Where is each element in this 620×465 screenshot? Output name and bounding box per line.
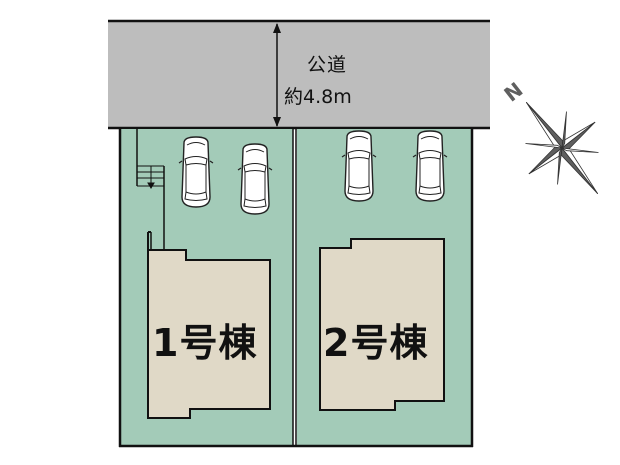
road-width-dimension-arrow: [273, 23, 281, 127]
road-width-label: 約4.8m: [284, 86, 352, 108]
compass-rose-icon: [525, 102, 599, 194]
building-1: [147, 231, 271, 419]
building-2: [319, 238, 445, 411]
stairs-icon: [136, 128, 165, 250]
parking-car-1: [178, 136, 214, 208]
parking-car-4: [412, 130, 448, 202]
parking-car-3: [341, 130, 377, 202]
building-1-label: 1号棟: [152, 321, 258, 365]
parking-car-2: [237, 143, 273, 215]
road-name-label: 公道: [307, 54, 348, 76]
building-2-label: 2号棟: [323, 321, 429, 365]
lot-outlines: [118, 128, 474, 448]
public-road: [108, 19, 490, 130]
